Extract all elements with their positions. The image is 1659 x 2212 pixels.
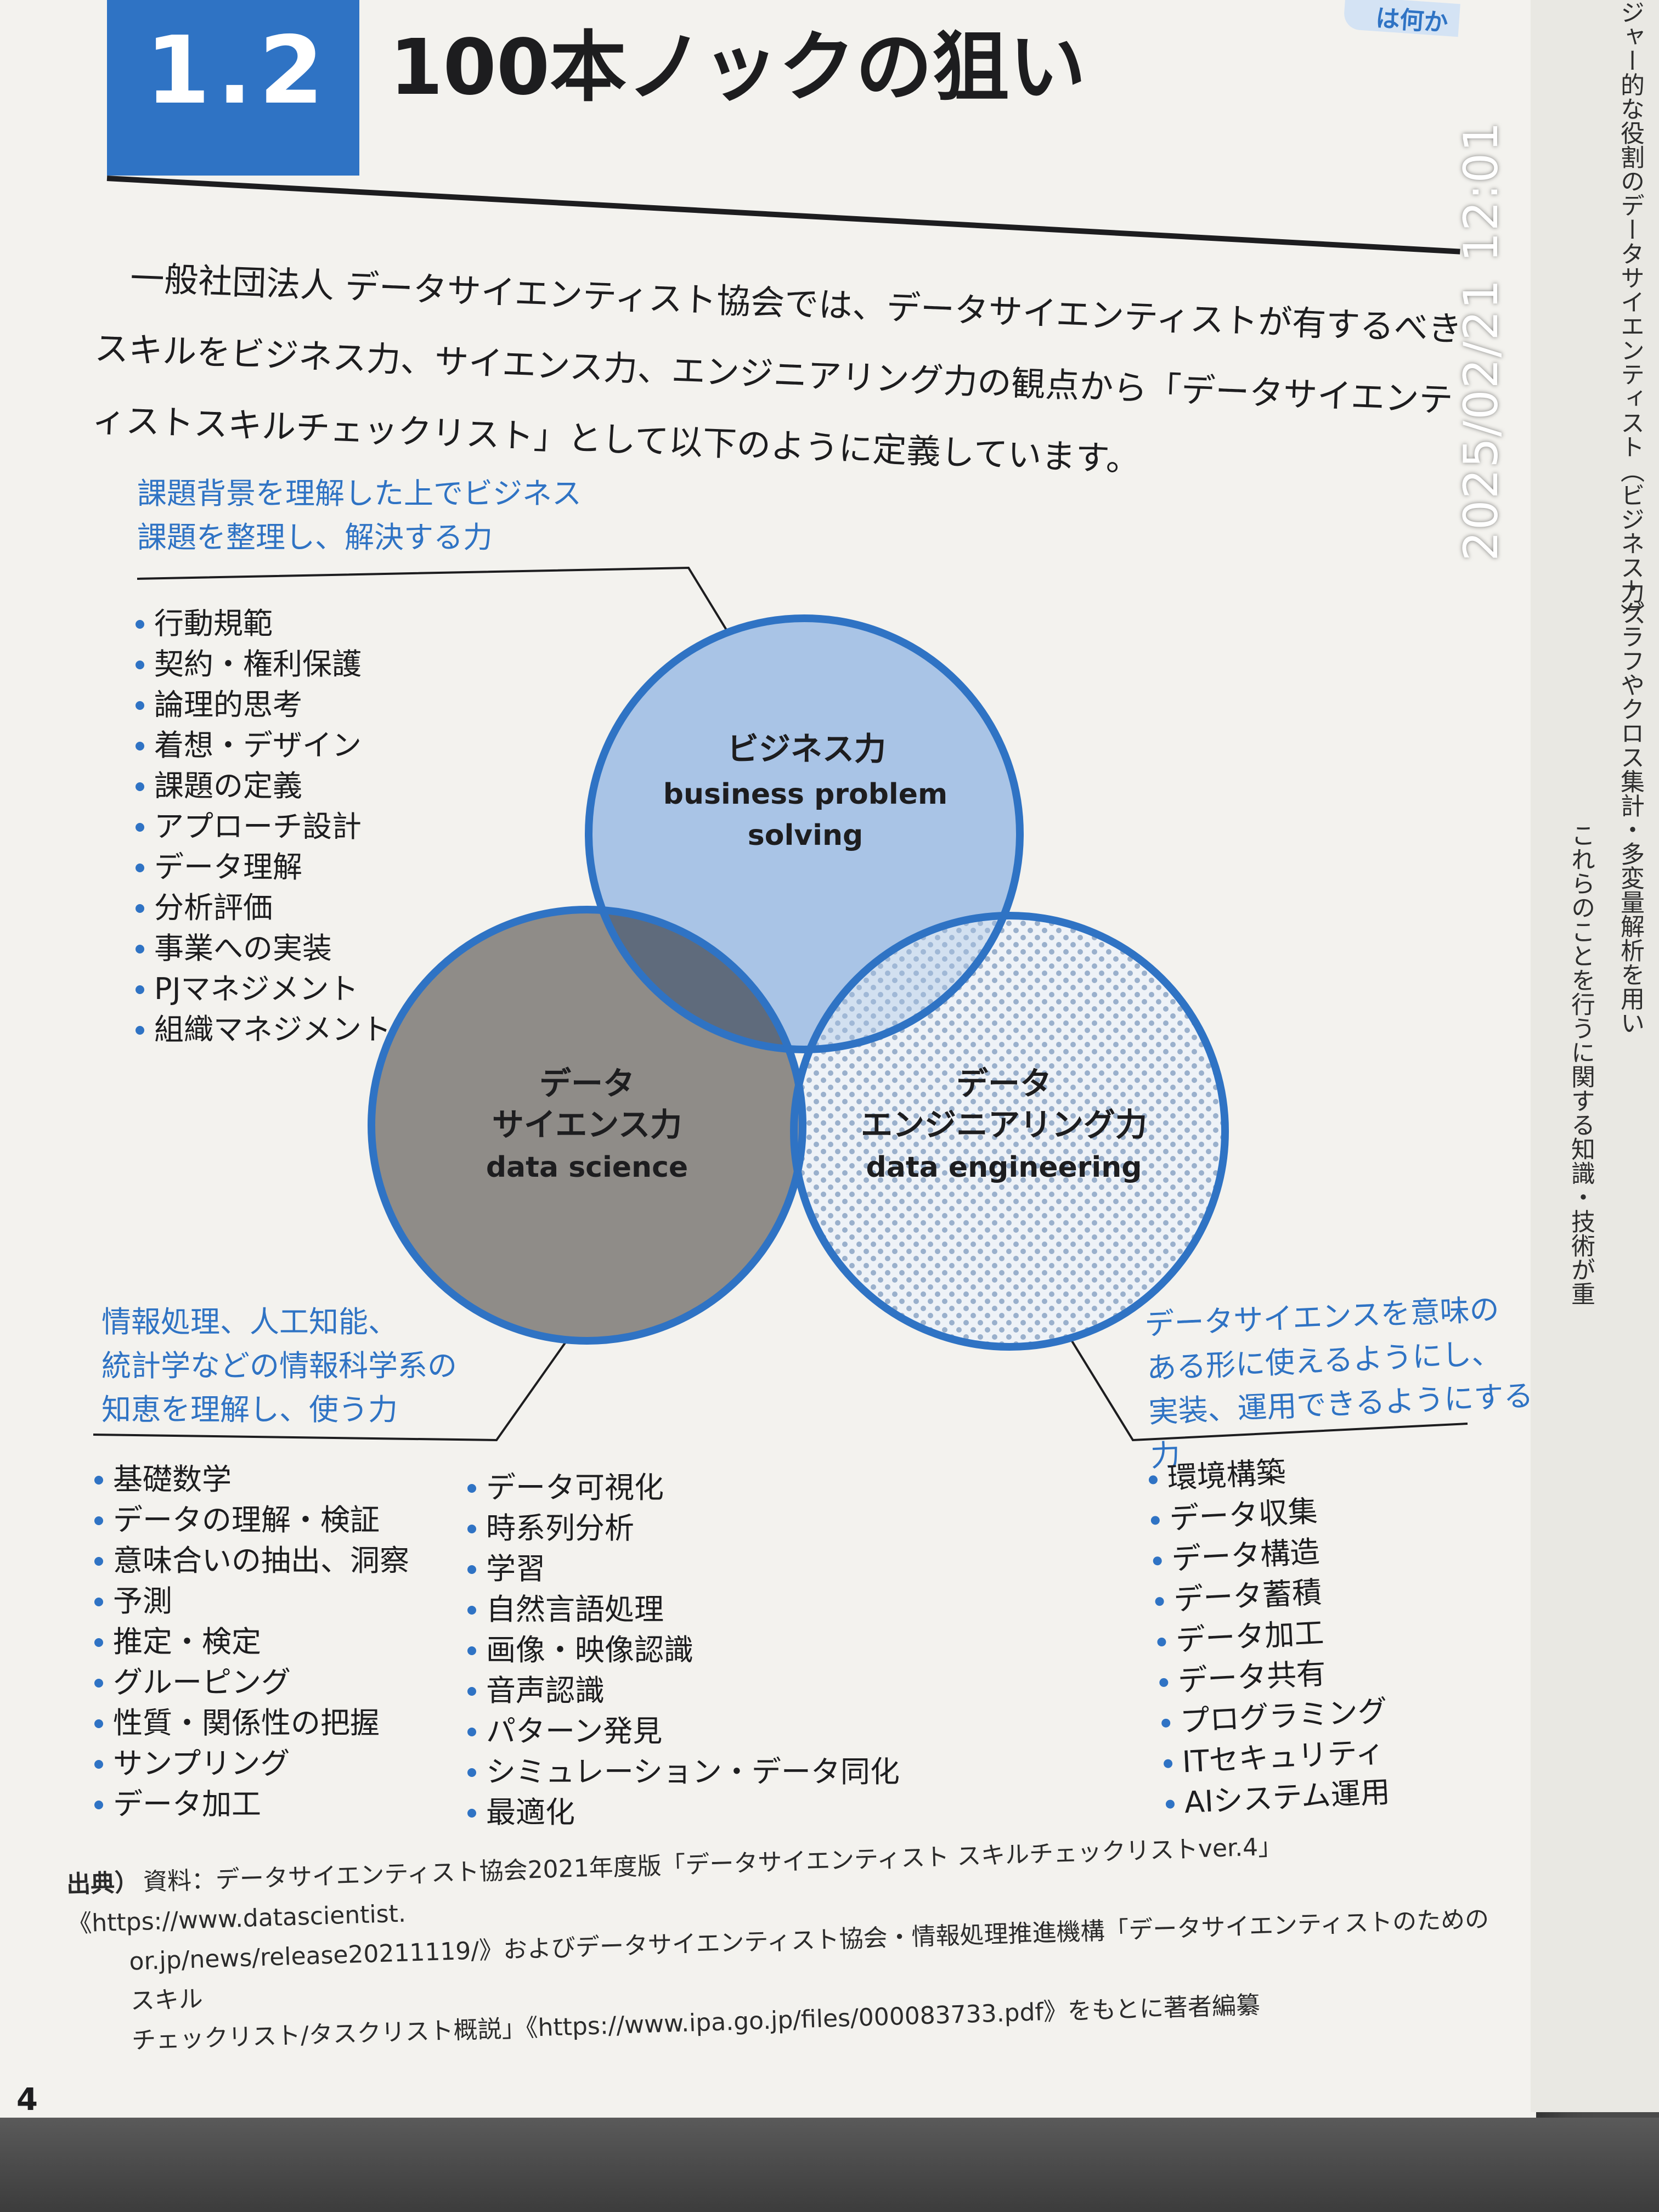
engineering-leader-line	[1044, 1296, 1468, 1442]
engineering-label-en: data engineering	[866, 1151, 1142, 1184]
venn-diagram: ビジネス力 business problem solving データ サイエンス…	[93, 566, 1468, 1442]
skill-item: 行動規範	[134, 603, 391, 644]
skill-item: 分析評価	[134, 888, 391, 928]
skill-item: 画像・映像認識	[466, 1630, 900, 1671]
skill-item: PJマネジメント	[134, 969, 391, 1009]
skill-item: 論理的思考	[134, 685, 391, 725]
desk-background	[0, 2118, 1659, 2212]
skill-item: グルーピング	[93, 1662, 409, 1703]
skill-item: パターン発見	[466, 1711, 900, 1752]
science-skill-list-1: 基礎数学データの理解・検証意味合いの抽出、洞察予測推定・検定グルーピング性質・関…	[93, 1459, 409, 1825]
right-page-text-2: これらのことを行うに関する知識・技術が重	[1567, 823, 1595, 1306]
section-number-box	[107, 0, 359, 176]
science-caption-line2: 統計学などの情報科学系の	[101, 1348, 457, 1383]
skill-item: 課題の定義	[134, 766, 391, 806]
right-page-text-3: ・グラフやクロス集計・多変量解析を用い	[1616, 576, 1644, 1035]
page-number: 4	[16, 2082, 38, 2118]
photo-timestamp: 2025/02/21 12:01	[1454, 121, 1509, 561]
skill-item: 自然言語処理	[466, 1589, 900, 1630]
skill-item: 性質・関係性の把握	[93, 1703, 409, 1743]
business-label-jp: ビジネス力	[727, 730, 886, 768]
skill-item: 推定・検定	[93, 1622, 409, 1662]
skill-item: 着想・デザイン	[134, 725, 391, 766]
source-label: 出典）	[66, 1868, 139, 1899]
skill-item: 意味合いの抽出、洞察	[93, 1541, 409, 1581]
business-label-en-1: business problem	[663, 778, 947, 811]
skill-item: 基礎数学	[93, 1459, 409, 1500]
business-caption-line1: 課題背景を理解した上でビジネス	[137, 476, 582, 511]
business-skill-list: 行動規範契約・権利保護論理的思考着想・デザイン課題の定義アプローチ設計データ理解…	[134, 603, 391, 1050]
business-caption: 課題背景を理解した上でビジネス 課題を整理し、解決する力	[137, 472, 582, 560]
skill-item: 最適化	[466, 1792, 900, 1833]
business-label-en-2: solving	[748, 819, 863, 852]
skill-item: シミュレーション・データ同化	[466, 1752, 900, 1792]
skill-item: 事業への実装	[134, 928, 391, 969]
skill-item: 予測	[93, 1581, 409, 1622]
section-number: 1.2	[145, 16, 331, 125]
skill-item: 学習	[466, 1549, 900, 1589]
section-title: 100本ノックの狙い	[390, 23, 1086, 112]
science-label-jp-1: データ	[539, 1065, 635, 1102]
science-leader-line	[93, 1299, 596, 1442]
science-label-en: data science	[486, 1151, 688, 1184]
science-caption-line3: 知恵を理解し、使う力	[101, 1392, 398, 1427]
skill-item: アプローチ設計	[134, 806, 391, 847]
skill-item: サンプリング	[93, 1743, 409, 1784]
skill-item: データ加工	[93, 1784, 409, 1825]
engineering-label-jp-1: データ	[956, 1065, 1052, 1102]
science-caption-line1: 情報処理、人工知能、	[101, 1305, 398, 1339]
skill-item: 時系列分析	[466, 1508, 900, 1549]
skill-item: データ理解	[134, 847, 391, 888]
science-label-jp-2: サイエンス力	[492, 1106, 682, 1143]
book-page-right: ジャー的な役割のデータサイエンティスト（ビジネス力）、 ・グラフやクロス集計・多…	[1531, 0, 1659, 2112]
science-skill-list-2: データ可視化時系列分析学習自然言語処理画像・映像認識音声認識パターン発見シミュレ…	[466, 1468, 900, 1833]
skill-item: 音声認識	[466, 1671, 900, 1711]
skill-item: データの理解・検証	[93, 1500, 409, 1541]
skill-item: 組織マネジメント	[134, 1009, 391, 1050]
engineering-label-jp-2: エンジニアリング力	[861, 1106, 1147, 1143]
book-page-left: 1.2 100本ノックの狙い は何か 一般社団法人 データサイエンティスト協会で…	[0, 0, 1536, 2212]
science-caption: 情報処理、人工知能、 統計学などの情報科学系の 知恵を理解し、使う力	[101, 1300, 457, 1432]
business-caption-line2: 課題を整理し、解決する力	[137, 520, 493, 555]
skill-item: 契約・権利保護	[134, 644, 391, 685]
skill-item: データ可視化	[466, 1468, 900, 1508]
right-page-text-1: ジャー的な役割のデータサイエンティスト（ビジネス力）、	[1616, 0, 1644, 640]
